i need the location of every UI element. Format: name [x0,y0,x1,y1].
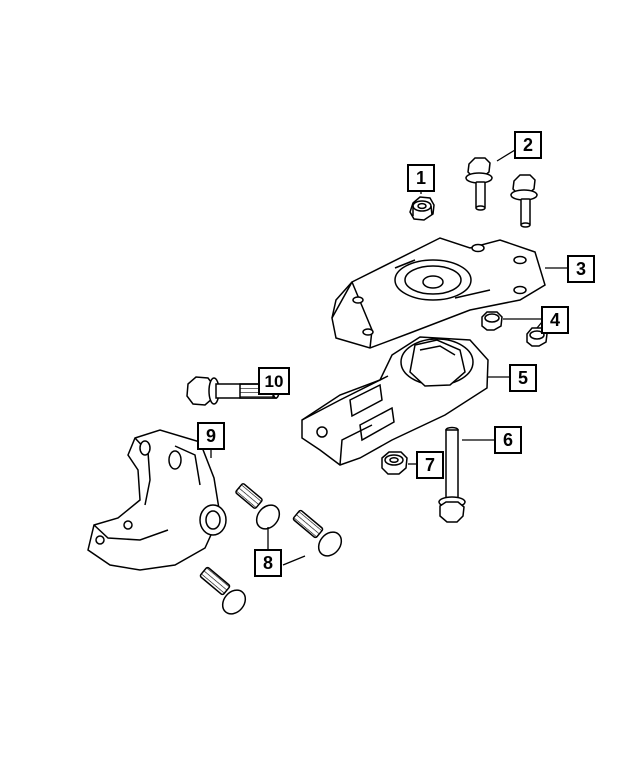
part-5-engine-mount [301,336,489,466]
leader-lines [210,149,567,566]
callout-9: 9 [197,422,225,450]
part-7-flange-nut [381,451,408,475]
callout-5: 5 [509,364,537,392]
callout-6: 6 [494,426,522,454]
leader-2 [496,149,516,162]
callout-4: 4 [541,306,569,334]
callout-1: 1 [407,164,435,192]
part-4-nut-a [481,311,503,331]
part-6-long-bolt [438,426,466,523]
part-2-bolt-b [510,174,538,228]
part-2-bolt-a [465,157,493,211]
callout-7: 7 [416,451,444,479]
part-1-hex-nut [409,196,435,221]
callout-8: 8 [254,549,282,577]
part-8-bolt-b [292,509,343,557]
part-9-lower-bracket [87,429,227,571]
part-8-bolt-a [235,483,281,530]
part-8-bolt-c [199,566,247,615]
callout-3: 3 [567,255,595,283]
callout-10: 10 [258,367,290,395]
leader-8b [282,555,306,566]
part-3-mount-bracket [331,237,546,349]
callout-2: 2 [514,131,542,159]
